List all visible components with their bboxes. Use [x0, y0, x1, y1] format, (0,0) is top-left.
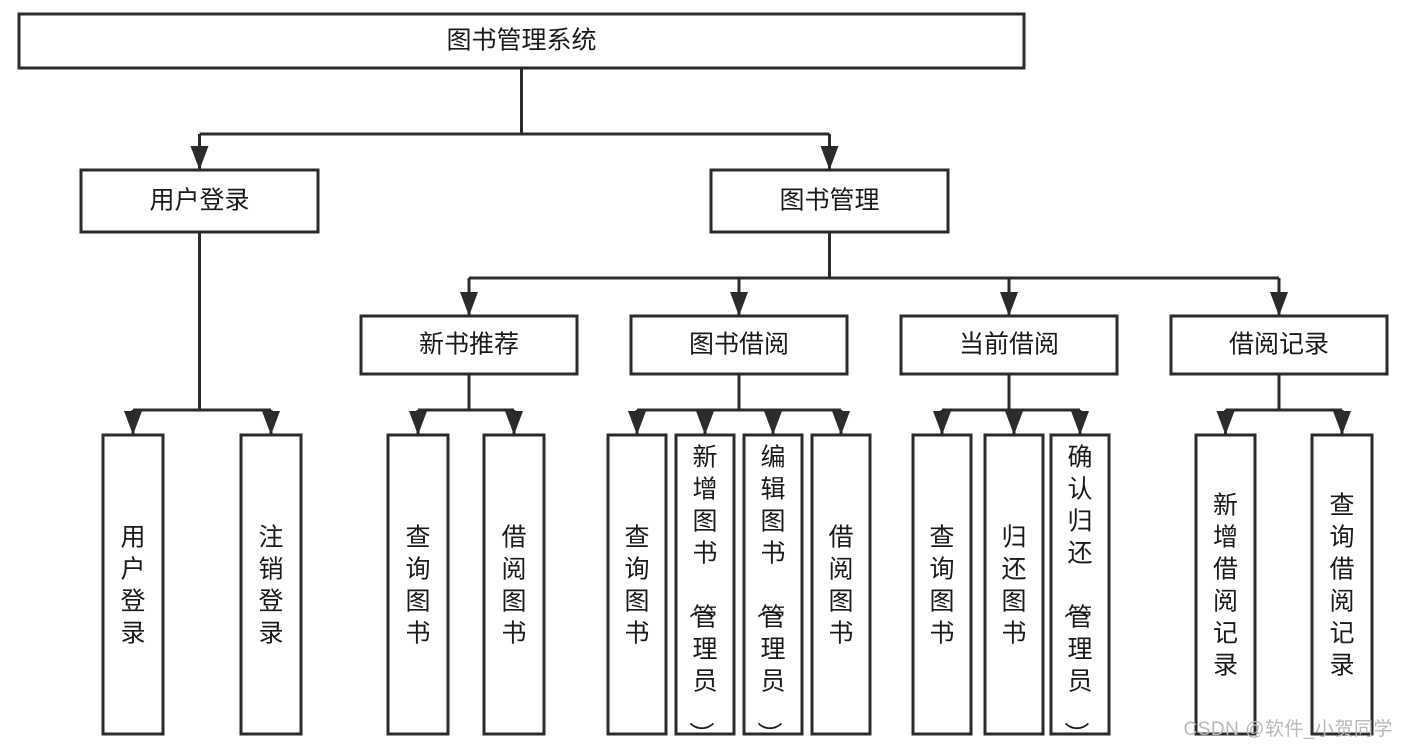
node-leaf-query-book-3[interactable]: 查询图书	[911, 433, 973, 736]
node-leaf-add-record[interactable]: 新增借阅记录	[1194, 433, 1257, 736]
node-leaf-confirm-return-box[interactable]	[1049, 433, 1111, 736]
node-leaf-add-book[interactable]: 新增图书（管理员）	[674, 433, 736, 746]
node-borrow-record-box[interactable]	[1169, 314, 1389, 376]
node-leaf-query-book-3-label: 查询图书	[929, 523, 954, 647]
node-leaf-query-book-1-label: 查询图书	[405, 523, 430, 647]
node-current-borrow-box[interactable]	[899, 314, 1119, 376]
node-group: 图书管理系统用户登录图书管理新书推荐图书借阅当前借阅借阅记录用户登录注销登录查询…	[17, 12, 1389, 746]
node-leaf-query-record-label: 查询借阅记录	[1329, 491, 1354, 679]
node-leaf-borrow-book-2[interactable]: 借阅图书	[810, 433, 872, 736]
node-current-borrow[interactable]: 当前借阅	[899, 314, 1119, 376]
node-root-box[interactable]	[17, 12, 1026, 70]
node-leaf-logout-box[interactable]	[239, 433, 303, 736]
node-leaf-borrow-book-2-label: 借阅图书	[828, 523, 853, 647]
arrowhead-group	[124, 146, 1351, 435]
node-leaf-query-book-2-box[interactable]	[606, 433, 668, 736]
node-user-login[interactable]: 用户登录	[79, 168, 320, 234]
node-new-book-rec[interactable]: 新书推荐	[359, 314, 579, 376]
csdn-watermark: CSDN @软件_小贺同学	[1183, 719, 1393, 740]
node-leaf-edit-book-label: 编辑图书（管理员）	[754, 443, 785, 746]
node-leaf-return-book[interactable]: 归还图书	[983, 433, 1045, 736]
node-leaf-query-book-1-box[interactable]	[386, 433, 450, 736]
node-root-label: 图书管理系统	[446, 27, 596, 55]
node-book-borrow-box[interactable]	[629, 314, 849, 376]
node-book-borrow[interactable]: 图书借阅	[629, 314, 849, 376]
node-leaf-user-login[interactable]: 用户登录	[101, 433, 165, 736]
node-leaf-add-book-box[interactable]	[674, 433, 736, 736]
node-leaf-add-record-label: 新增借阅记录	[1213, 491, 1238, 679]
node-leaf-query-book-1[interactable]: 查询图书	[386, 433, 450, 736]
node-leaf-confirm-return[interactable]: 确认归还（管理员）	[1049, 433, 1111, 746]
node-leaf-add-record-box[interactable]	[1194, 433, 1257, 736]
node-leaf-query-book-2-label: 查询图书	[624, 523, 649, 647]
node-leaf-logout-label: 注销登录	[258, 523, 283, 647]
node-leaf-add-book-label: 新增图书（管理员）	[686, 443, 717, 746]
node-leaf-query-book-3-box[interactable]	[911, 433, 973, 736]
node-root[interactable]: 图书管理系统	[17, 12, 1026, 70]
node-leaf-edit-book[interactable]: 编辑图书（管理员）	[742, 433, 804, 746]
node-leaf-query-record[interactable]: 查询借阅记录	[1310, 433, 1374, 736]
node-leaf-borrow-book-1-box[interactable]	[482, 433, 546, 736]
node-user-login-label: 用户登录	[149, 187, 249, 215]
node-book-manage-box[interactable]	[709, 168, 950, 234]
node-leaf-confirm-return-label: 确认归还（管理员）	[1061, 443, 1092, 746]
node-book-borrow-label: 图书借阅	[689, 331, 789, 359]
node-new-book-rec-box[interactable]	[359, 314, 579, 376]
node-leaf-query-record-box[interactable]	[1310, 433, 1374, 736]
node-book-manage[interactable]: 图书管理	[709, 168, 950, 234]
connector-group	[131, 68, 1344, 435]
node-borrow-record[interactable]: 借阅记录	[1169, 314, 1389, 376]
node-current-borrow-label: 当前借阅	[959, 331, 1059, 359]
node-user-login-box[interactable]	[79, 168, 320, 234]
node-book-manage-label: 图书管理	[779, 187, 879, 215]
node-leaf-query-book-2[interactable]: 查询图书	[606, 433, 668, 736]
node-leaf-borrow-book-1[interactable]: 借阅图书	[482, 433, 546, 736]
node-leaf-return-book-label: 归还图书	[1001, 523, 1026, 647]
node-new-book-rec-label: 新书推荐	[419, 331, 519, 359]
node-leaf-return-book-box[interactable]	[983, 433, 1045, 736]
node-leaf-borrow-book-2-box[interactable]	[810, 433, 872, 736]
node-leaf-borrow-book-1-label: 借阅图书	[501, 523, 526, 647]
node-leaf-user-login-label: 用户登录	[120, 523, 145, 647]
node-leaf-user-login-box[interactable]	[101, 433, 165, 736]
node-leaf-edit-book-box[interactable]	[742, 433, 804, 736]
node-leaf-logout[interactable]: 注销登录	[239, 433, 303, 736]
node-borrow-record-label: 借阅记录	[1229, 331, 1329, 359]
